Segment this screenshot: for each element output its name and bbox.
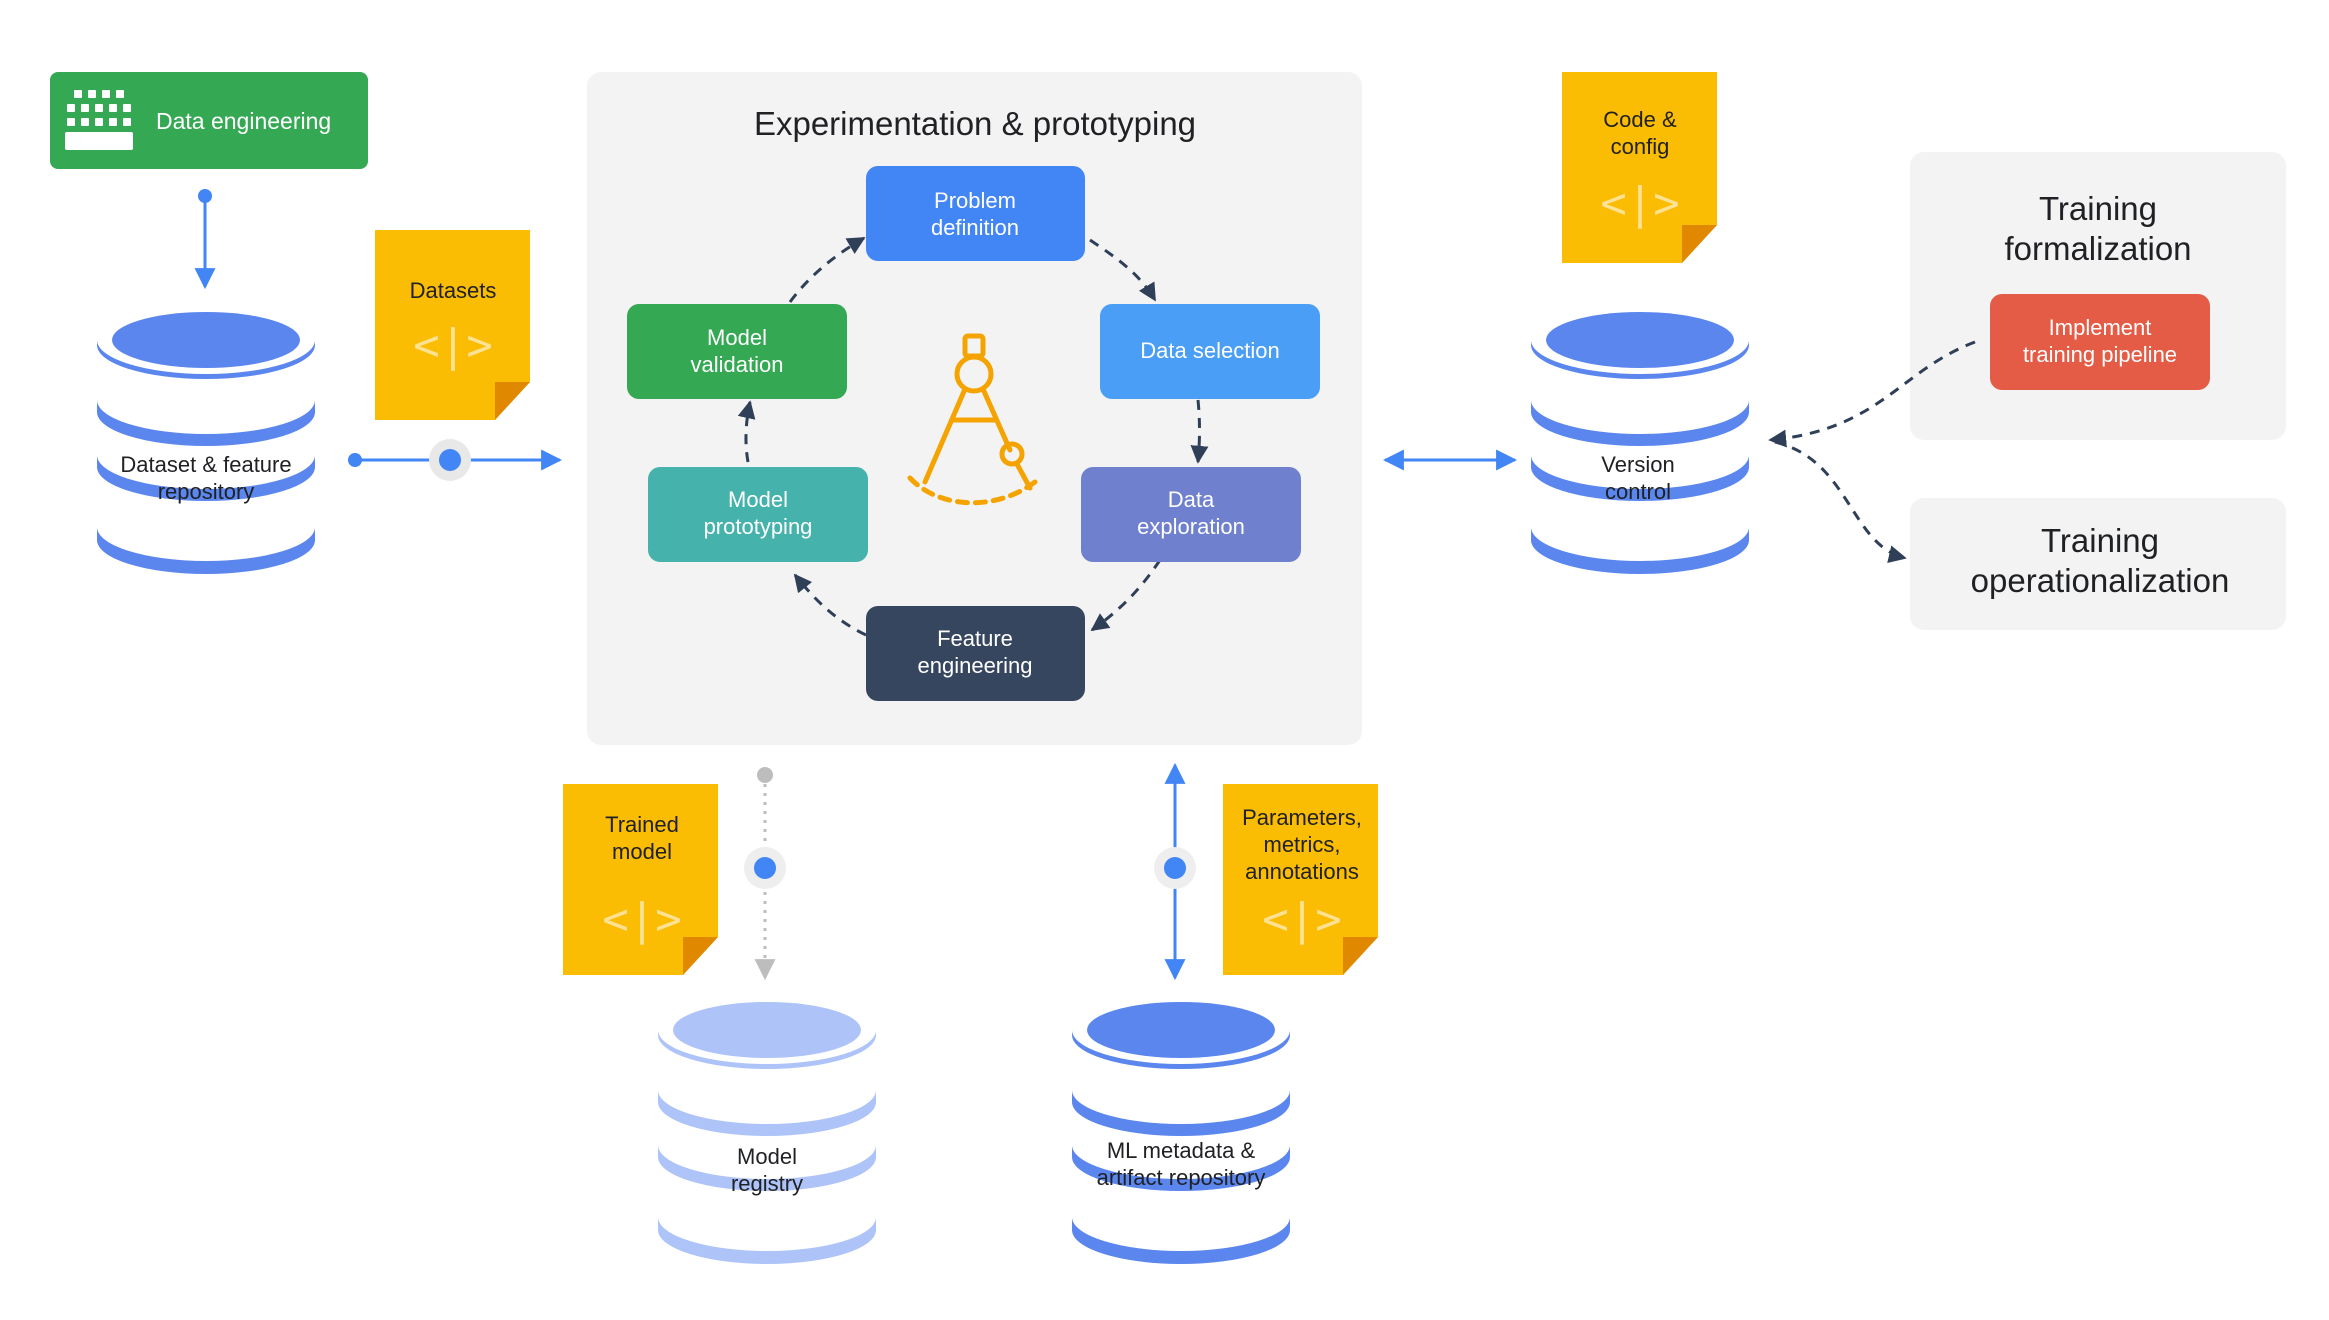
data-engineering-label: Data engineering [156,108,331,134]
parameters-line1: Parameters, [1242,805,1362,830]
version-control-line2: control [1605,479,1671,504]
training-formalization-panel: Training formalization Implement trainin… [1910,152,2286,440]
trained-model-line2: model [612,839,672,864]
cycle-arrows [737,236,1209,637]
code-config-line1: Code & [1603,107,1677,132]
dataset-repo-line1: Dataset & feature [120,452,291,477]
cycle-model-validation: Model validation [627,304,847,399]
code-config-line2: config [1611,134,1670,159]
parameters-line3: annotations [1245,859,1359,884]
db-version-control: Version control [1531,306,1749,574]
arrow-data-eng-to-repo [194,189,216,290]
version-control-line1: Version [1601,452,1674,477]
note-datasets: Datasets <|> [375,230,530,420]
arrow-prototyping-to-validation [737,400,756,463]
code-icon: <|> [602,894,681,945]
feature-engineering-line1: Feature [937,626,1013,651]
model-validation-line1: Model [707,325,767,350]
data-exploration-line2: exploration [1137,514,1245,539]
data-selection-label: Data selection [1140,338,1279,363]
datasets-label: Datasets [410,278,497,303]
cycle-model-prototyping: Model prototyping [648,467,868,562]
data-exploration-line1: Data [1168,487,1215,512]
training-operationalization-line1: Training [2041,522,2159,559]
arrow-panel-to-model-registry [744,767,786,981]
arrow-problem-to-selection [1089,238,1157,302]
code-icon: <|> [1600,178,1679,229]
db-ml-metadata: ML metadata & artifact repository [1072,996,1290,1264]
training-formalization-line1: Training [2039,190,2157,227]
cycle-data-exploration: Data exploration [1081,467,1301,562]
model-registry-line1: Model [737,1144,797,1169]
cycle-data-selection: Data selection [1100,304,1320,399]
implement-line1: Implement [2049,315,2152,340]
note-code-config: Code & config <|> [1562,72,1717,263]
db-model-registry: Model registry [658,996,876,1264]
ml-metadata-line2: artifact repository [1097,1165,1266,1190]
arrow-validation-to-problem [788,236,866,303]
code-icon: <|> [1262,894,1341,945]
note-trained-model: Trained model <|> [563,784,718,975]
problem-definition-line1: Problem [934,188,1016,213]
arrow-version-control-to-operationalization [1774,440,1907,564]
trained-model-line1: Trained [605,812,679,837]
cycle-problem-definition: Problem definition [866,166,1085,261]
data-engineering-box: Data engineering [50,72,368,169]
arrow-repo-to-panel [348,439,563,481]
keyboard-icon [65,90,133,150]
training-operationalization-line2: operationalization [1971,562,2230,599]
arrow-panel-ml-metadata [1154,762,1196,981]
panel-title: Experimentation & prototyping [754,105,1196,142]
dataset-repo-line2: repository [158,479,255,504]
problem-definition-line2: definition [931,215,1019,240]
model-registry-line2: registry [731,1171,803,1196]
model-validation-line2: validation [691,352,784,377]
training-arrows [1768,340,1976,564]
compass-icon [907,333,1043,506]
experimentation-panel: Experimentation & prototyping [587,72,1362,745]
note-parameters: Parameters, metrics, annotations <|> [1223,784,1378,975]
code-icon: <|> [413,320,492,371]
cycle-feature-engineering: Feature engineering [866,606,1085,701]
db-dataset-repo: Dataset & feature repository [97,306,315,574]
feature-engineering-line2: engineering [918,653,1033,678]
model-prototyping-line2: prototyping [704,514,813,539]
training-formalization-line2: formalization [2004,230,2191,267]
arrow-selection-to-exploration [1190,399,1209,464]
model-prototyping-line1: Model [728,487,788,512]
training-operationalization-panel: Training operationalization [1910,498,2286,630]
ml-metadata-line1: ML metadata & [1107,1138,1256,1163]
parameters-line2: metrics, [1264,832,1341,857]
implement-line2: training pipeline [2023,342,2177,367]
